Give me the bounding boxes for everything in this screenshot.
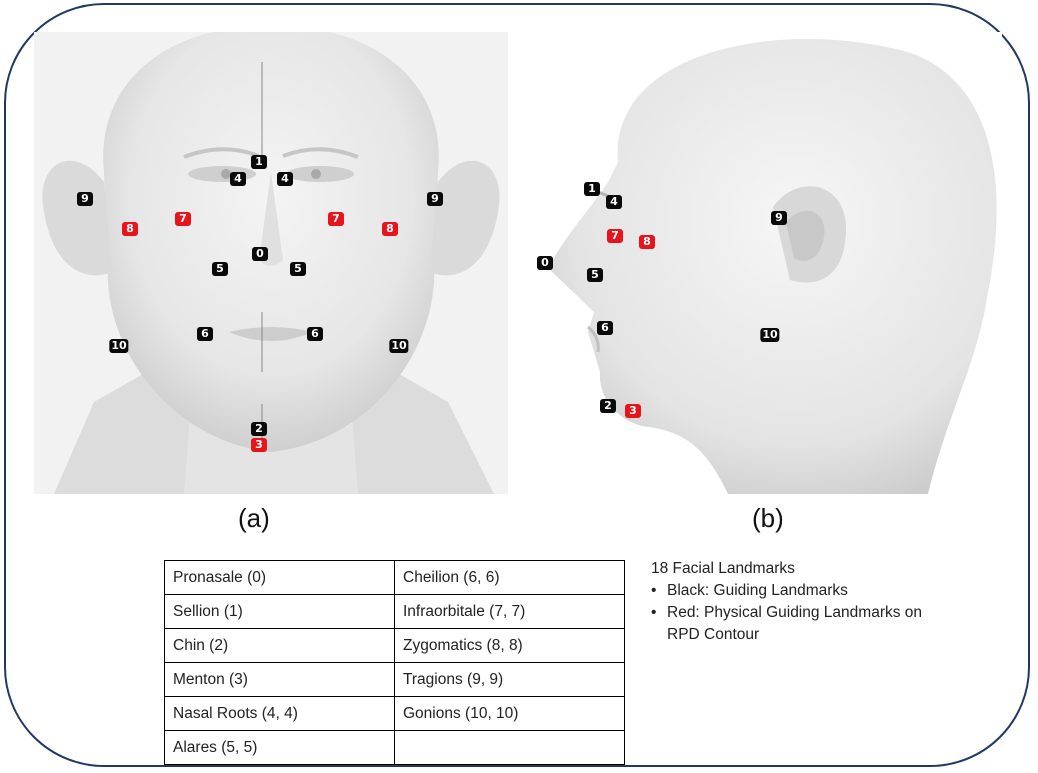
side-landmark-4-marker: 4 bbox=[606, 195, 622, 209]
side-landmark-5-marker: 5 bbox=[587, 268, 603, 282]
caption-a: (a) bbox=[238, 503, 270, 534]
front-landmark-9-marker: 9 bbox=[427, 192, 443, 206]
side-landmark-10-marker: 10 bbox=[760, 328, 779, 342]
front-landmark-9-marker: 9 bbox=[77, 192, 93, 206]
front-landmark-10-marker: 10 bbox=[109, 339, 128, 353]
legend: 18 Facial Landmarks • Black: Guiding Lan… bbox=[651, 558, 951, 646]
front-face-image bbox=[34, 32, 508, 494]
table-row: Pronasale (0) Cheilion (6, 6) bbox=[165, 561, 625, 595]
table-cell: Pronasale (0) bbox=[165, 561, 395, 595]
front-landmark-6-marker: 6 bbox=[197, 327, 213, 341]
table-cell: Nasal Roots (4, 4) bbox=[165, 697, 395, 731]
front-landmark-8-marker: 8 bbox=[382, 222, 398, 236]
table-cell: Gonions (10, 10) bbox=[395, 697, 625, 731]
bullet-icon: • bbox=[651, 580, 667, 602]
front-landmark-3-marker: 3 bbox=[251, 438, 267, 452]
legend-item-text: Red: Physical Guiding Landmarks on RPD C… bbox=[667, 602, 951, 646]
side-landmark-7-marker: 7 bbox=[607, 229, 623, 243]
side-landmark-8-marker: 8 bbox=[639, 235, 655, 249]
table-cell: Zygomatics (8, 8) bbox=[395, 629, 625, 663]
table-row: Sellion (1) Infraorbitale (7, 7) bbox=[165, 595, 625, 629]
table-row: Chin (2) Zygomatics (8, 8) bbox=[165, 629, 625, 663]
front-landmark-5-marker: 5 bbox=[290, 262, 306, 276]
front-landmark-7-marker: 7 bbox=[175, 212, 191, 226]
front-landmark-5-marker: 5 bbox=[212, 262, 228, 276]
legend-item: • Red: Physical Guiding Landmarks on RPD… bbox=[651, 602, 951, 646]
side-landmark-2-marker: 2 bbox=[600, 399, 616, 413]
table-cell: Infraorbitale (7, 7) bbox=[395, 595, 625, 629]
table-row: Nasal Roots (4, 4) Gonions (10, 10) bbox=[165, 697, 625, 731]
front-landmark-4-marker: 4 bbox=[230, 172, 246, 186]
side-landmark-0-marker: 0 bbox=[537, 256, 553, 270]
legend-item-text: Black: Guiding Landmarks bbox=[667, 580, 848, 602]
front-landmark-6-marker: 6 bbox=[307, 327, 323, 341]
table-cell: Sellion (1) bbox=[165, 595, 395, 629]
side-landmark-1-marker: 1 bbox=[584, 182, 600, 196]
bullet-icon: • bbox=[651, 602, 667, 646]
table-cell: Alares (5, 5) bbox=[165, 731, 395, 765]
table-cell: Chin (2) bbox=[165, 629, 395, 663]
table-cell: Cheilion (6, 6) bbox=[395, 561, 625, 595]
legend-item: • Black: Guiding Landmarks bbox=[651, 580, 951, 602]
side-face-image bbox=[528, 32, 1002, 494]
table-cell: Menton (3) bbox=[165, 663, 395, 697]
table-cell bbox=[395, 731, 625, 765]
side-landmark-6-marker: 6 bbox=[597, 321, 613, 335]
table-row: Menton (3) Tragions (9, 9) bbox=[165, 663, 625, 697]
front-landmark-1-marker: 1 bbox=[251, 155, 267, 169]
landmark-table: Pronasale (0) Cheilion (6, 6) Sellion (1… bbox=[164, 560, 625, 765]
table-row: Alares (5, 5) bbox=[165, 731, 625, 765]
front-landmark-0-marker: 0 bbox=[252, 247, 268, 261]
front-landmark-10-marker: 10 bbox=[389, 339, 408, 353]
table-cell: Tragions (9, 9) bbox=[395, 663, 625, 697]
front-landmark-8-marker: 8 bbox=[122, 222, 138, 236]
front-landmark-7-marker: 7 bbox=[328, 212, 344, 226]
legend-title: 18 Facial Landmarks bbox=[651, 558, 951, 580]
caption-b: (b) bbox=[752, 503, 784, 534]
front-landmark-4-marker: 4 bbox=[277, 172, 293, 186]
side-landmark-3-marker: 3 bbox=[625, 404, 641, 418]
side-landmark-9-marker: 9 bbox=[771, 211, 787, 225]
front-landmark-2-marker: 2 bbox=[251, 422, 267, 436]
